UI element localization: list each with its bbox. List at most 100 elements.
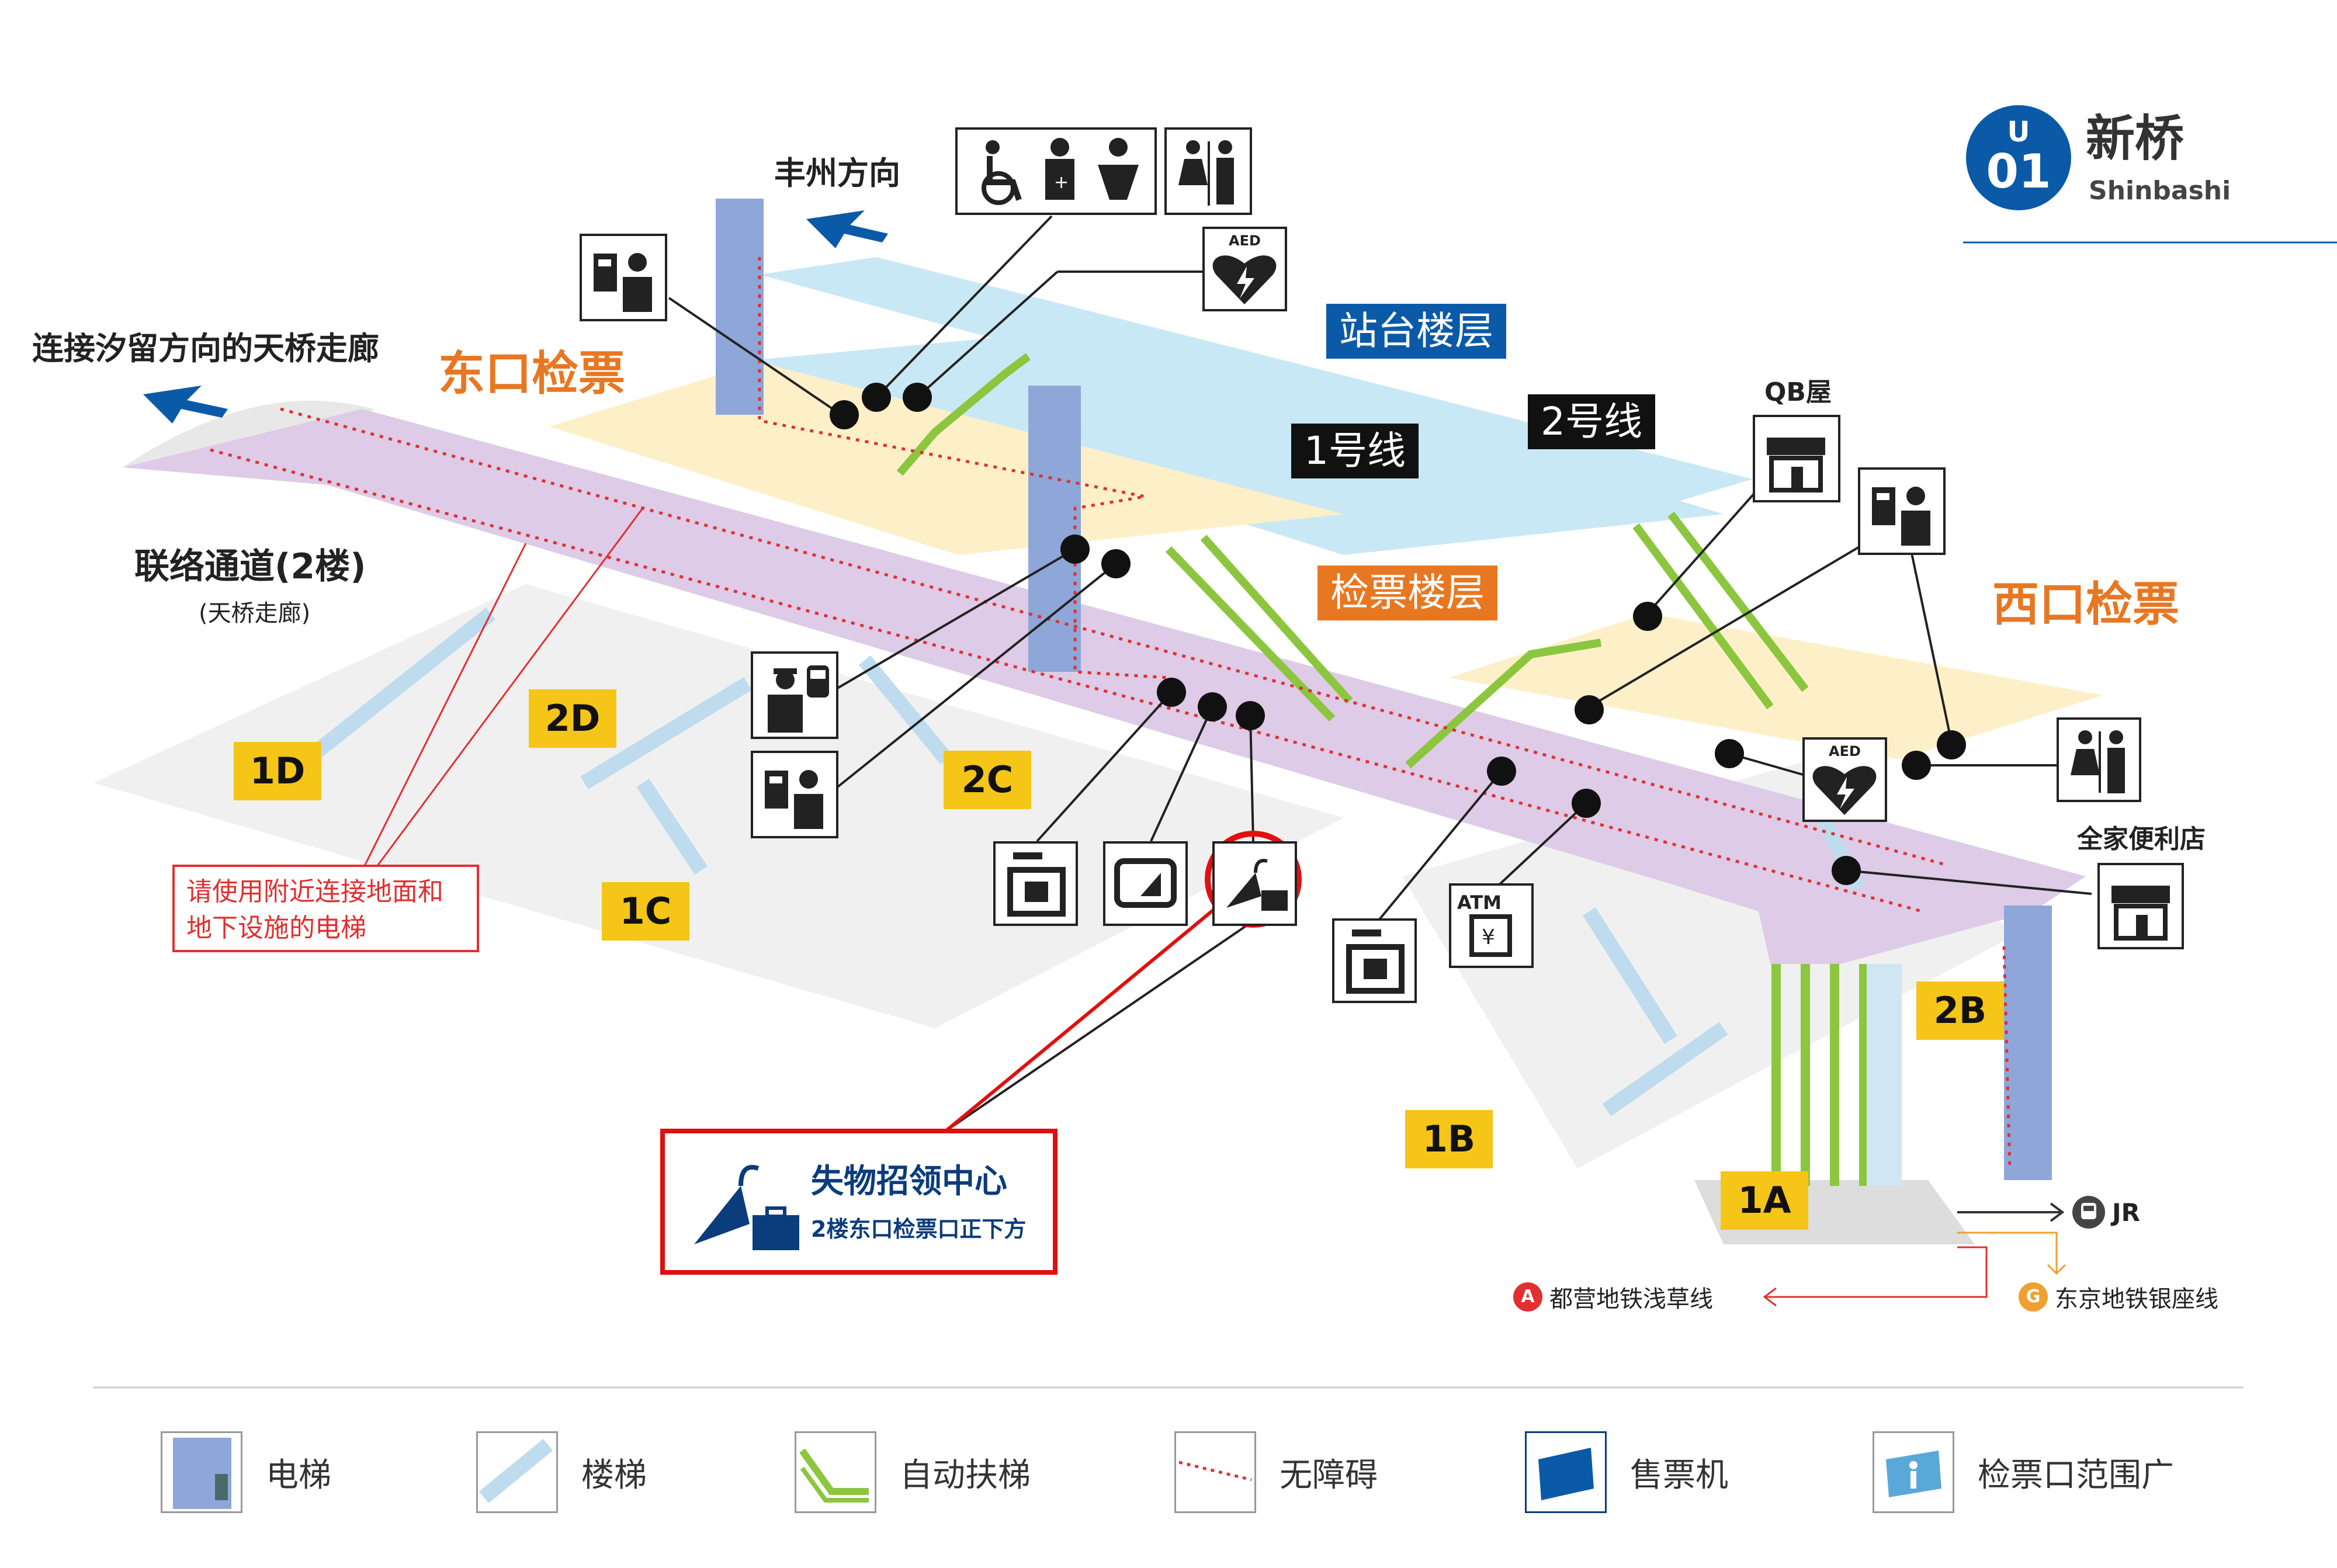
escalator-east-main-b	[1200, 535, 1353, 704]
ginza-transfer[interactable]: G 东京地铁银座线	[2019, 1279, 2218, 1314]
station-name-en: Shinbashi	[2089, 176, 2231, 206]
staff-train-info-icon[interactable]	[751, 651, 838, 739]
station-number: 01	[1986, 144, 2051, 199]
legend-elevator: 电梯	[161, 1425, 331, 1519]
escalator-exit-1a	[1771, 964, 1868, 1186]
elevator-west	[2004, 906, 2052, 1180]
elevator-east-center	[1028, 386, 1081, 672]
station-staff-icon-west[interactable]	[1858, 467, 1946, 555]
atm-icon[interactable]: ATM ¥	[1449, 883, 1534, 968]
exit-1b[interactable]: 1B	[1405, 1110, 1493, 1168]
legend-wide-gate: 检票口范围广	[1873, 1425, 2174, 1519]
exit-1a[interactable]: 1A	[1721, 1171, 1808, 1230]
exit-2d[interactable]: 2D	[529, 689, 616, 748]
atm-text: ATM	[1457, 891, 1502, 914]
barrier-free-route-upper	[280, 407, 1946, 866]
qb-shop-label: QB屋	[1764, 377, 1832, 407]
lost-found-box[interactable]: 失物招领中心 2楼东口检票口正下方	[660, 1129, 1057, 1275]
exit-1c[interactable]: 1C	[602, 882, 689, 941]
asakusa-arrow	[1763, 1246, 1988, 1307]
barrier-free-route-east	[758, 257, 1169, 679]
exit-2c[interactable]: 2C	[944, 751, 1031, 809]
platform-floor-tag: 站台楼层	[1326, 304, 1506, 359]
aed-text-west: AED	[1829, 743, 1861, 759]
stairs-icon	[476, 1431, 558, 1513]
platform-floor-line1	[730, 327, 1724, 555]
coin-locker-icon-west[interactable]	[1332, 918, 1417, 1003]
exit-1d[interactable]: 1D	[234, 742, 321, 800]
exit-2b[interactable]: 2B	[1916, 981, 2004, 1040]
ginza-line-badge: G	[2019, 1282, 2048, 1312]
line-letter: U	[2007, 116, 2030, 148]
restroom-icon-east[interactable]	[1164, 127, 1252, 215]
legend-escalator-label: 自动扶梯	[900, 1456, 1031, 1494]
jr-train-icon	[2072, 1196, 2105, 1229]
east-gate-label: 东口检票	[438, 346, 625, 401]
restroom-icon-west[interactable]	[2057, 717, 2141, 802]
lost-found-icon	[694, 1165, 799, 1250]
ic-card-reader-icon[interactable]	[1103, 841, 1188, 926]
asakusa-line-label: 都营地铁浅草线	[1549, 1286, 1713, 1313]
familymart-icon[interactable]	[2097, 863, 2184, 949]
lost-found-pointer	[945, 907, 1216, 1132]
escalator-group	[896, 353, 1809, 769]
svg-text:+: +	[1054, 172, 1069, 193]
legend-ticket-machine-label: 售票机	[1630, 1456, 1728, 1494]
legend-barrier-free: 无障碍	[1174, 1425, 1378, 1519]
escalator-icon	[795, 1431, 876, 1513]
jr-label: JR	[2112, 1198, 2140, 1227]
shiodome-arrow-icon	[143, 386, 228, 424]
coin-locker-icon-east[interactable]	[993, 841, 1078, 926]
station-name-cn: 新桥	[2086, 110, 2185, 167]
escalator-west-left	[1405, 639, 1602, 769]
toyosu-direction-label: 丰州方向	[774, 155, 900, 192]
station-staff-icon-east-lower[interactable]	[751, 751, 838, 838]
elevator-notice: 请使用附近连接地面和地下设施的电梯	[172, 865, 479, 952]
lost-found-title: 失物招领中心	[811, 1163, 1007, 1201]
callout-dots	[830, 383, 1966, 885]
elevator-icon	[161, 1431, 242, 1513]
escalator-east-upper	[896, 353, 1031, 476]
aed-icon-west[interactable]: AED	[1802, 737, 1887, 822]
elevator-group	[716, 199, 2052, 1180]
qb-shop-icon[interactable]	[1753, 415, 1840, 502]
lost-found-icon-small[interactable]	[1212, 841, 1297, 926]
ginza-arrow	[1957, 1231, 2066, 1275]
lost-found-subtitle: 2楼东口检票口正下方	[811, 1216, 1027, 1242]
stairs-2c	[858, 655, 953, 765]
asakusa-line-badge: A	[1513, 1282, 1542, 1312]
corridor-label: 联络通道(2楼)	[134, 546, 366, 587]
accessible-restroom-icon[interactable]: +	[955, 127, 1157, 215]
barrier-free-icon	[1174, 1431, 1256, 1513]
jr-transfer[interactable]: JR	[2071, 1192, 2140, 1233]
shiodome-direction-label: 连接汐留方向的天桥走廊	[32, 330, 379, 367]
stairs-1d	[287, 607, 496, 778]
escalator-west-main-b	[1667, 511, 1809, 692]
barrier-free-route-main	[210, 448, 1923, 913]
station-badge: U 01	[1966, 105, 2071, 210]
line1-tag: 1号线	[1291, 424, 1419, 478]
notice-pointer	[361, 508, 644, 871]
stairs-exit-1a	[1867, 964, 1902, 1186]
legend-barrier-free-label: 无障碍	[1280, 1456, 1378, 1494]
asakusa-transfer[interactable]: A 都营地铁浅草线	[1513, 1279, 1713, 1314]
aed-icon-east[interactable]: AED	[1202, 227, 1287, 311]
station-staff-icon-east-upper[interactable]	[580, 234, 667, 321]
legend-ticket-machine: 售票机	[1525, 1425, 1728, 1519]
stairs-1b-lower	[1602, 1022, 1728, 1116]
svg-text:¥: ¥	[1482, 925, 1495, 949]
familymart-label: 全家便利店	[2077, 824, 2206, 854]
escalator-west-main-a	[1632, 523, 1774, 710]
ticket-machine-icon	[1525, 1431, 1607, 1513]
stairs-1c	[636, 778, 708, 875]
jr-arrow	[1957, 1202, 2065, 1222]
legend-wide-gate-label: 检票口范围广	[1978, 1456, 2174, 1494]
wide-gate-icon	[1873, 1431, 1954, 1513]
aed-text: AED	[1229, 233, 1261, 249]
line2-tag: 2号线	[1528, 394, 1655, 449]
legend-stairs: 楼梯	[476, 1425, 647, 1519]
legend-escalator: 自动扶梯	[795, 1425, 1031, 1519]
barrier-free-route	[210, 257, 2012, 1169]
escalator-east-main-a	[1165, 546, 1336, 721]
